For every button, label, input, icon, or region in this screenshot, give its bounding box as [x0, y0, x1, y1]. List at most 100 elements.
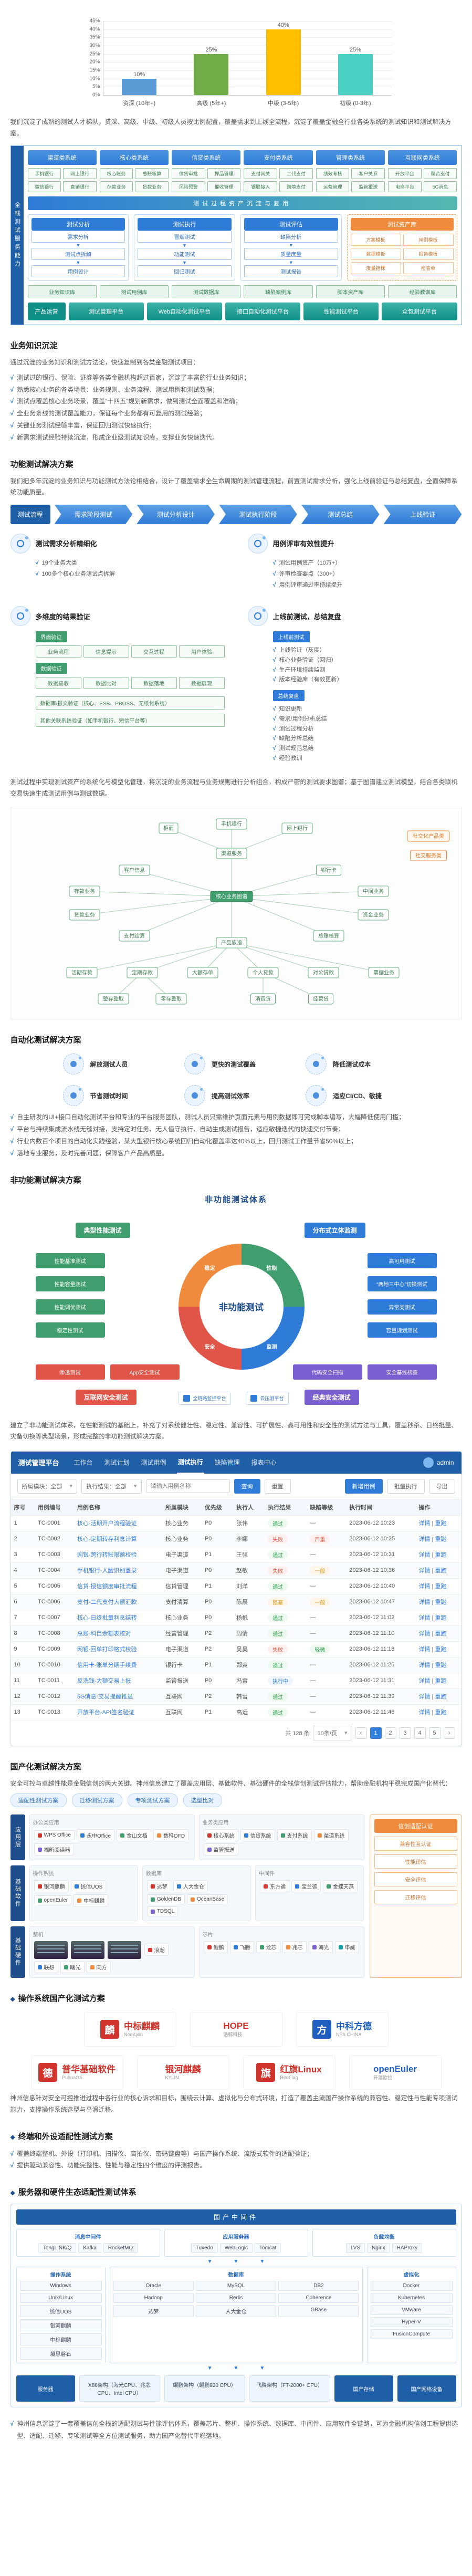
case-name-link[interactable]: 网银-跨行转账限额校验 [77, 1552, 137, 1559]
case-name-link[interactable]: 5G消息-交易提醒推送 [77, 1694, 133, 1701]
y-axis-tick: 35% [89, 34, 100, 40]
cell: 2023-06-12 10:23 [346, 1515, 416, 1531]
logo-chip: 统信UOS [70, 1880, 107, 1893]
down-arrow-icon: ▼ [288, 243, 293, 248]
capability-map-vertical-label: 全栈测试服务能力 [11, 146, 24, 325]
automation-points: √自主研发的UI+接口自动化测试平台和专业的平台服务团队，测试人员只需维护页面元… [11, 1111, 462, 1159]
check-icon: √ [272, 735, 276, 742]
row-action-详情[interactable]: 详情 [418, 1552, 431, 1559]
nav-item-测试计划[interactable]: 测试计划 [104, 1459, 130, 1467]
batch-run-button[interactable]: 批量执行 [386, 1478, 425, 1494]
row-action-详情[interactable]: 详情 [418, 1694, 431, 1701]
capability-item: 跨境支付 [279, 181, 313, 193]
case-name-link[interactable]: 网银-回单打印格式校验 [77, 1646, 137, 1653]
row-action-重跑[interactable]: 重跑 [435, 1520, 447, 1527]
row-action-详情[interactable]: 详情 [418, 1709, 431, 1716]
nav-item-工作台[interactable]: 工作台 [74, 1459, 93, 1467]
group-item: √知识更新 [273, 704, 462, 714]
cell: — [307, 1610, 347, 1626]
cell: TC-0009 [34, 1641, 74, 1657]
page-button-2[interactable]: 2 [384, 1727, 396, 1739]
check-text: 落地专业服务，及时完善问题，保障客户产品高质量。 [17, 1149, 169, 1157]
row-action-重跑[interactable]: 重跑 [435, 1552, 447, 1559]
check-icon: √ [10, 398, 14, 405]
row-action-重跑[interactable]: 重跑 [435, 1694, 447, 1701]
page-button-3[interactable]: 3 [399, 1727, 411, 1739]
search-button[interactable]: 查询 [234, 1478, 260, 1494]
cell: 电子渠道 [162, 1641, 202, 1657]
logo-chip: 银河麒麟 [34, 1880, 69, 1893]
svg-text:支付结算: 支付结算 [124, 933, 145, 940]
export-button[interactable]: 导出 [428, 1478, 455, 1494]
test-process-flow: 测试流程需求阶段测试测试分析设计测试执行阶段测试总结上线验证 [10, 504, 462, 524]
os-item: 统信UOS [19, 2305, 102, 2318]
logo-name: 核心系统 [213, 1833, 235, 1840]
row-action-重跑[interactable]: 重跑 [435, 1709, 447, 1716]
case-name-link[interactable]: 手机银行-人脸识别登录 [77, 1568, 137, 1574]
row-action-重跑[interactable]: 重跑 [435, 1583, 447, 1590]
case-name-link[interactable]: 反洗钱-大额交易上报 [77, 1678, 131, 1685]
nav-item-测试执行[interactable]: 测试执行 [176, 1452, 204, 1474]
row-action-详情[interactable]: 详情 [418, 1646, 431, 1653]
add-case-button[interactable]: 新增用例 [344, 1478, 383, 1494]
row-action-详情[interactable]: 详情 [418, 1568, 431, 1574]
row-action-详情[interactable]: 详情 [418, 1662, 431, 1669]
user-menu[interactable]: admin [423, 1457, 454, 1468]
os-logo-name: 普华基础软件 [62, 2064, 116, 2075]
middleware-item: Kafka [78, 2243, 101, 2254]
per-page-select[interactable]: 10条/页 [312, 1725, 352, 1740]
nav-item-缺陷管理[interactable]: 缺陷管理 [214, 1459, 240, 1467]
page-button-5[interactable]: 5 [428, 1727, 440, 1739]
row-action-重跑[interactable]: 重跑 [435, 1536, 447, 1543]
search-input[interactable] [145, 1479, 230, 1493]
row-action-重跑[interactable]: 重跑 [435, 1678, 447, 1685]
case-name-link[interactable]: 支付-二代支付大额汇款 [77, 1599, 137, 1606]
row-action-详情[interactable]: 详情 [418, 1615, 431, 1622]
page-button-1[interactable]: 1 [370, 1727, 382, 1739]
row-action-详情[interactable]: 详情 [418, 1599, 431, 1606]
case-name-link[interactable]: 信用卡-账单分期手续费 [77, 1662, 137, 1669]
row-action-重跑[interactable]: 重跑 [435, 1662, 447, 1669]
prev-page-button[interactable]: ‹ [355, 1727, 367, 1739]
cell: 通过 [265, 1547, 307, 1563]
row-action-重跑[interactable]: 重跑 [435, 1646, 447, 1653]
row-action-重跑[interactable]: 重跑 [435, 1631, 447, 1638]
op-divider: | [430, 1709, 435, 1716]
logo-name: 渠道系统 [323, 1833, 345, 1840]
result-filter-select[interactable]: 执行结果：全部 [81, 1478, 142, 1494]
reset-button[interactable]: 重置 [264, 1478, 291, 1494]
row-action-重跑[interactable]: 重跑 [435, 1568, 447, 1574]
nav-item-报表中心[interactable]: 报表中心 [251, 1459, 277, 1467]
row-action-重跑[interactable]: 重跑 [435, 1615, 447, 1622]
row-action-详情[interactable]: 详情 [418, 1678, 431, 1685]
row-action-重跑[interactable]: 重跑 [435, 1599, 447, 1606]
row-action-详情[interactable]: 详情 [418, 1520, 431, 1527]
row-action-详情[interactable]: 详情 [418, 1631, 431, 1638]
module-filter-select[interactable]: 所属模块：全部 [17, 1478, 78, 1494]
cell: 陈晨 [233, 1594, 265, 1610]
row-action-详情[interactable]: 详情 [418, 1536, 431, 1543]
case-name-link[interactable]: 信贷-授信额度审批流程 [77, 1583, 137, 1590]
page-button-4[interactable]: 4 [414, 1727, 426, 1739]
group-item: 数据接收 [35, 677, 81, 690]
nonfunctional-item: 高可用测试 [367, 1253, 437, 1268]
row-action-详情[interactable]: 详情 [418, 1583, 431, 1590]
mindmap-node: 活期存款 [66, 967, 97, 978]
case-name-link[interactable]: 总账-科目余额表核对 [77, 1631, 131, 1638]
column-header: 优先级 [201, 1498, 233, 1516]
cell: 核心-日终批量利息结转 [74, 1610, 162, 1626]
case-name-link[interactable]: 核心-活期开户流程验证 [77, 1520, 137, 1527]
block-items: √测试用例资产（10万+）√评审检查要点（300+）√用例评审通过率持续提升 [273, 558, 462, 591]
case-name-link[interactable]: 核心-日终批量利息结转 [77, 1615, 137, 1622]
nonfunctional-center-label: 非功能测试 [199, 1264, 284, 1349]
brand-dot-icon [37, 1898, 42, 1903]
next-page-button[interactable]: › [443, 1727, 455, 1739]
case-name-link[interactable]: 开放平台-API签名验证 [77, 1709, 135, 1716]
nav-item-测试用例[interactable]: 测试用例 [141, 1459, 166, 1467]
case-name-link[interactable]: 核心-定期转存利息计算 [77, 1536, 137, 1543]
os-logo-name: 银河麒麟 [165, 2064, 201, 2075]
benefit-label: 解放测试人员 [90, 1060, 128, 1068]
capability-item: 开放平台 [388, 168, 422, 180]
